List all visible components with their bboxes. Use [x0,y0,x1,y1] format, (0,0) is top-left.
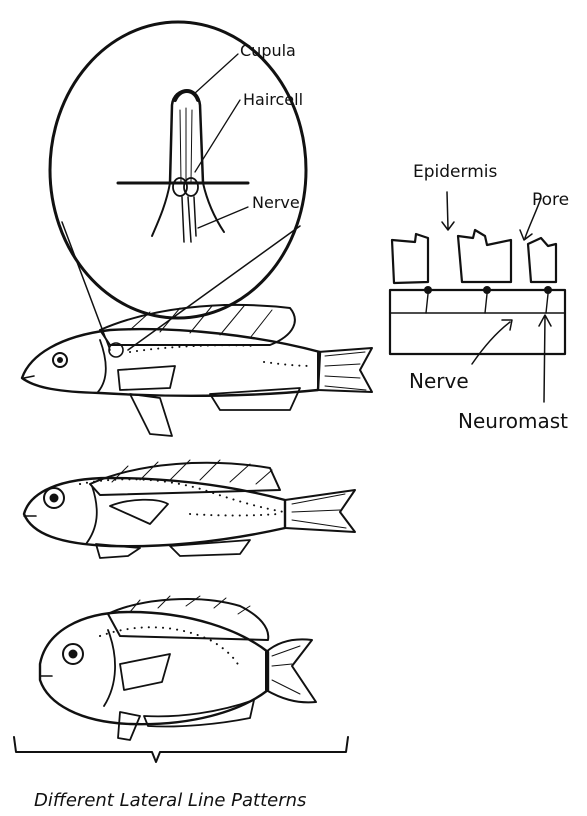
neuromast-dot [483,286,491,294]
label-nerve-inset: Nerve [252,193,300,212]
caption-bracket [14,737,348,762]
fish-deep [40,596,316,740]
fish-elongate [22,305,372,436]
skin-cross-section: Epidermis Pore Nerve Neuromast [390,162,569,433]
fish-medium [24,460,355,558]
neuromast-dot [424,286,432,294]
label-haircell: Haircell [243,90,303,109]
label-neuromast: Neuromast [458,409,568,433]
neuromast-dot [544,286,552,294]
nerve-fibre [182,197,196,242]
label-pore: Pore [532,190,569,210]
magnified-inset: Cupula Haircell Nerve [50,22,306,350]
label-nerve-section: Nerve [409,369,469,393]
label-cupula: Cupula [240,41,296,60]
label-epidermis: Epidermis [413,162,497,182]
caption-text: Different Lateral Line Patterns [34,790,306,811]
